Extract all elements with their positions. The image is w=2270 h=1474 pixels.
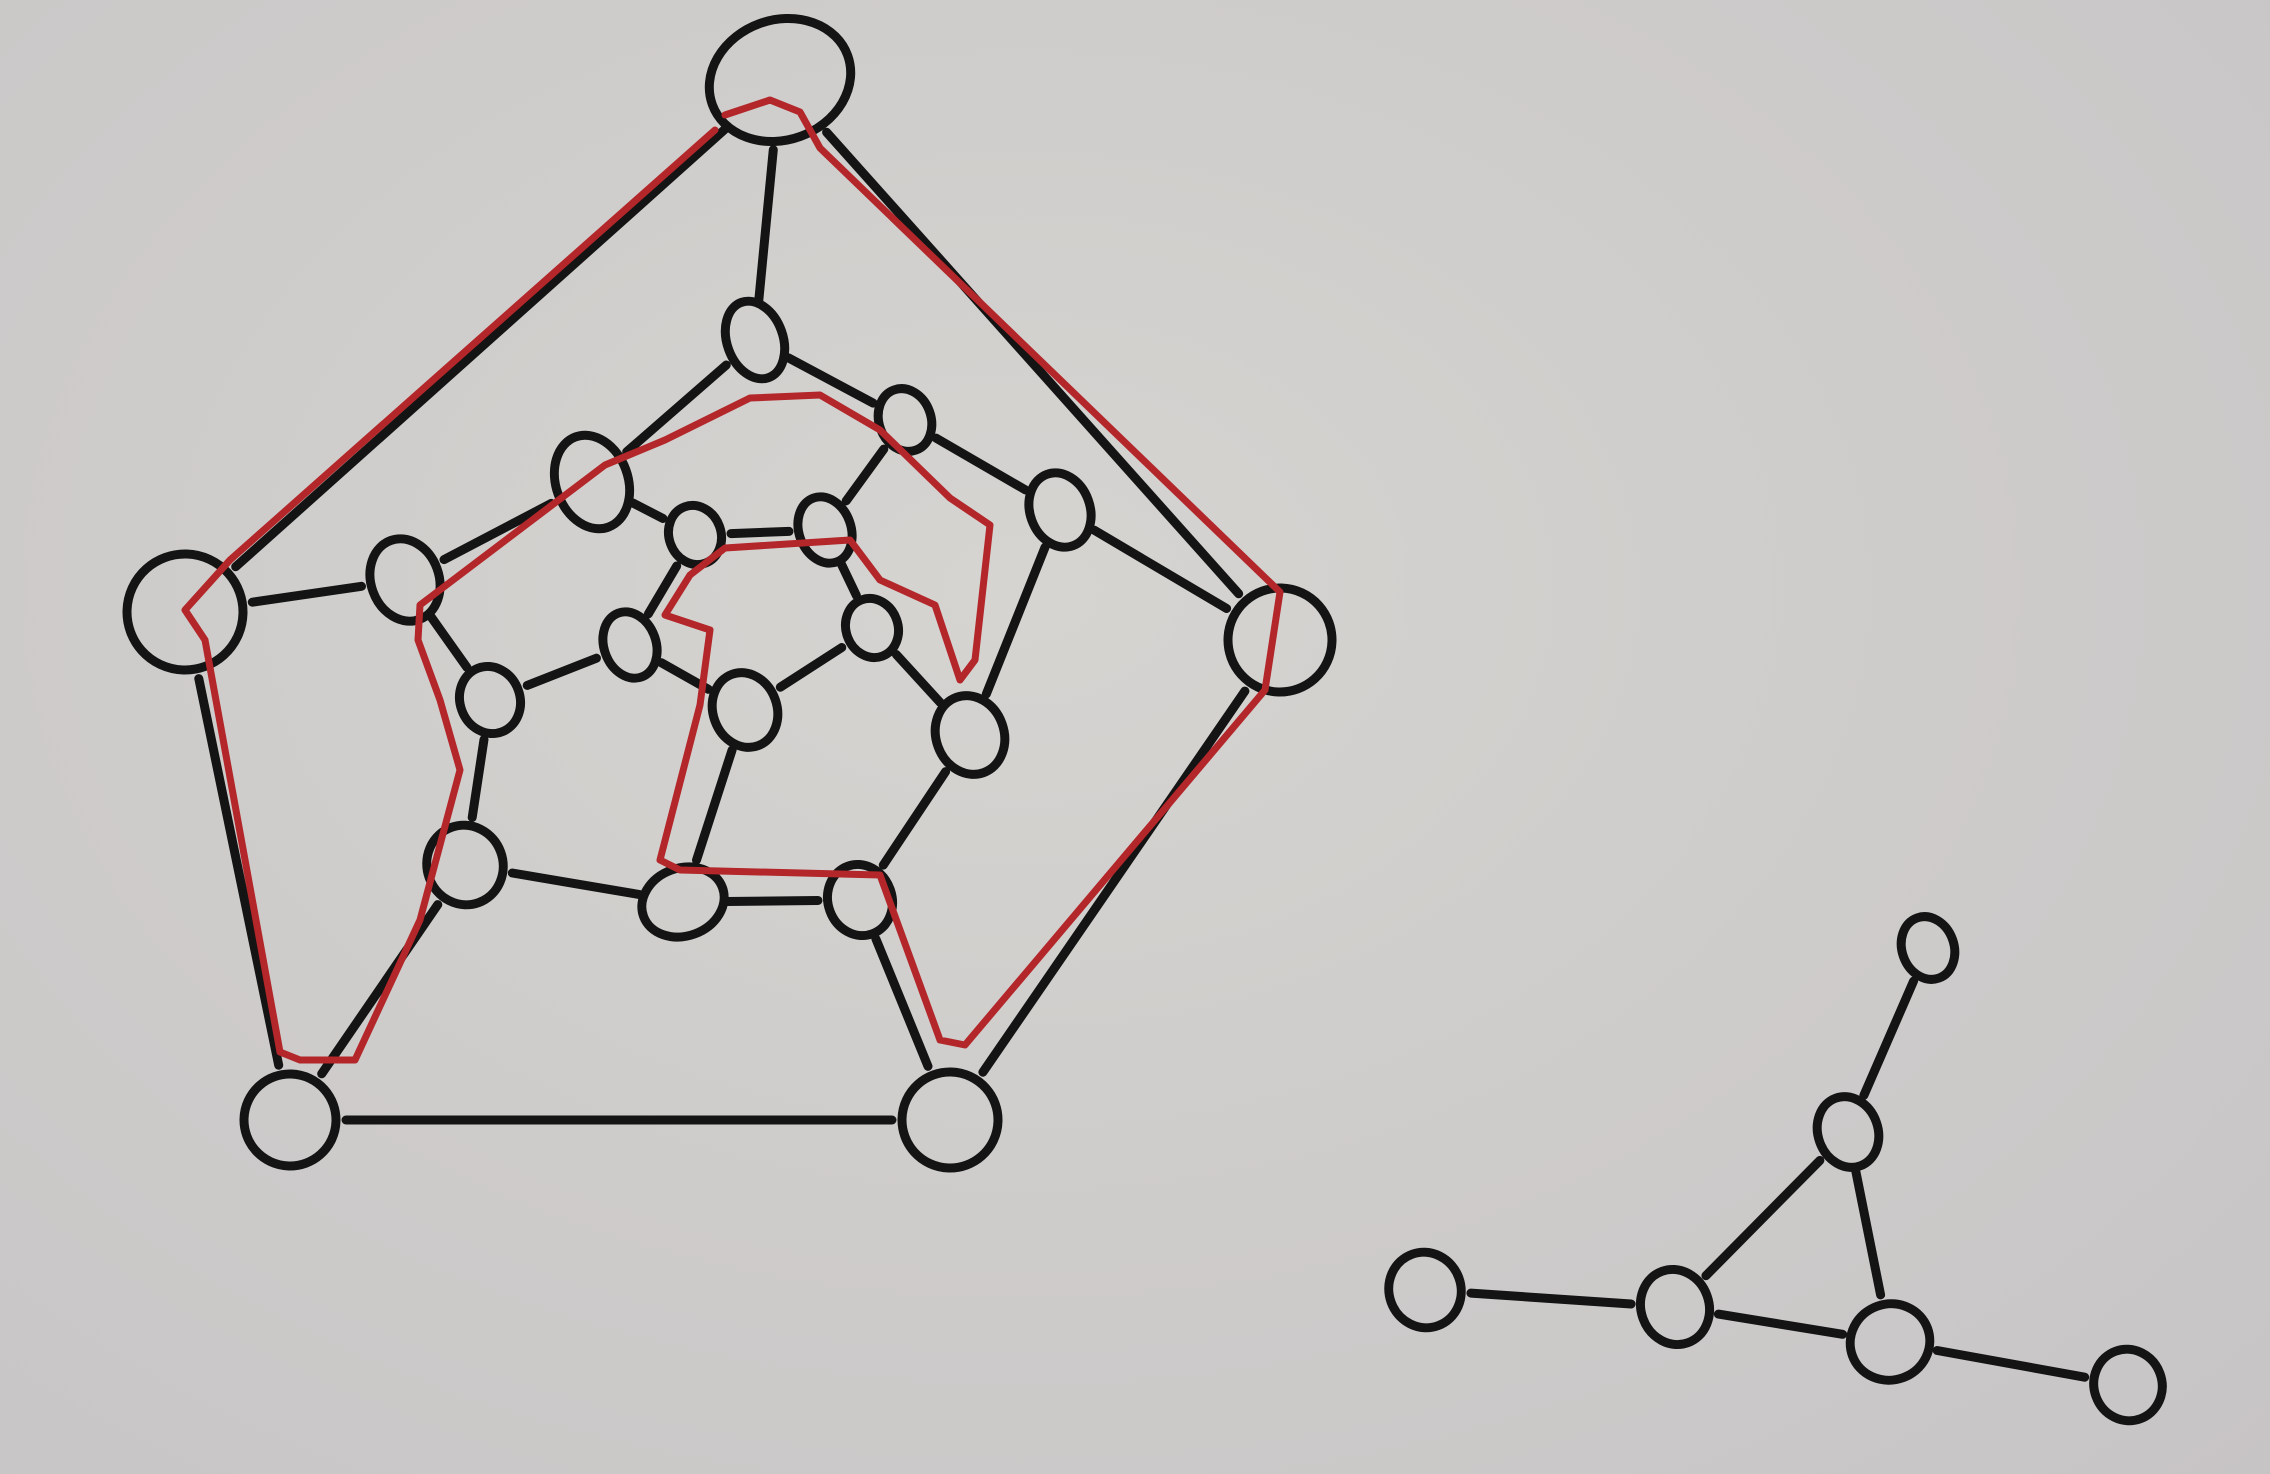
graph-edge (722, 896, 823, 906)
graph-edge (1859, 976, 1919, 1100)
graph-edge (622, 360, 731, 457)
graph-edge (1851, 1166, 1886, 1300)
graph-edge (836, 558, 861, 600)
graph-edge (1466, 1288, 1636, 1309)
graph-edge (317, 900, 443, 1079)
graph-edge (726, 526, 794, 539)
graph-edge (891, 650, 945, 708)
graph-node (720, 296, 790, 384)
graph-edge (231, 122, 733, 572)
dodecahedron-graph (122, 13, 1337, 1173)
graph-edge (1701, 1155, 1825, 1281)
graph-edge (643, 561, 682, 619)
triangle-with-pendants-graph (1384, 912, 2167, 1426)
graph-edge (878, 767, 951, 870)
graph-node (930, 691, 1010, 779)
highlighted-cycle-path (181, 96, 1284, 1064)
graph-node (549, 430, 635, 534)
graph-node (239, 1069, 341, 1171)
graph-edge (628, 498, 668, 523)
graph-edge (822, 127, 1244, 599)
graph-edge (841, 444, 889, 506)
graph-edge (978, 686, 1250, 1077)
graph-edge (439, 498, 556, 565)
graph-node (422, 820, 508, 910)
graph-node (365, 534, 445, 626)
graph-node (1812, 1092, 1884, 1172)
graph-edge (425, 611, 472, 672)
graph-node (823, 859, 897, 941)
graph-node (1384, 1247, 1466, 1333)
graph-node (1636, 1264, 1714, 1350)
graph-edge (775, 643, 847, 692)
graph-node (637, 862, 729, 942)
graph-edge (467, 735, 489, 822)
graph-node (455, 661, 525, 739)
graph-node (1845, 1299, 1935, 1385)
graph-node (841, 593, 903, 663)
graph-edge (1713, 1309, 1848, 1339)
graph-node (793, 492, 857, 568)
graph-edge (1089, 525, 1232, 613)
graph-edge (931, 433, 1030, 495)
graph-edge (754, 145, 778, 307)
graph-edge (194, 674, 284, 1070)
graph-edge (522, 653, 601, 690)
graph-edge (981, 542, 1050, 699)
graph-node (1223, 583, 1337, 697)
graph-node (897, 1067, 1003, 1173)
graph-node (598, 607, 662, 683)
graph-edge (1932, 1346, 2090, 1382)
graph-edge (692, 745, 737, 865)
graph-node (1896, 912, 1960, 984)
graph-edge (247, 581, 366, 607)
graph-edge (871, 934, 933, 1071)
graph-edge (784, 353, 878, 408)
graph-node (122, 549, 248, 675)
graph-node (664, 500, 726, 570)
graph-node (1024, 468, 1096, 552)
graph-node (704, 13, 856, 147)
graph-node (707, 668, 783, 752)
graph-node (2089, 1344, 2167, 1426)
graph-edge (507, 868, 645, 900)
